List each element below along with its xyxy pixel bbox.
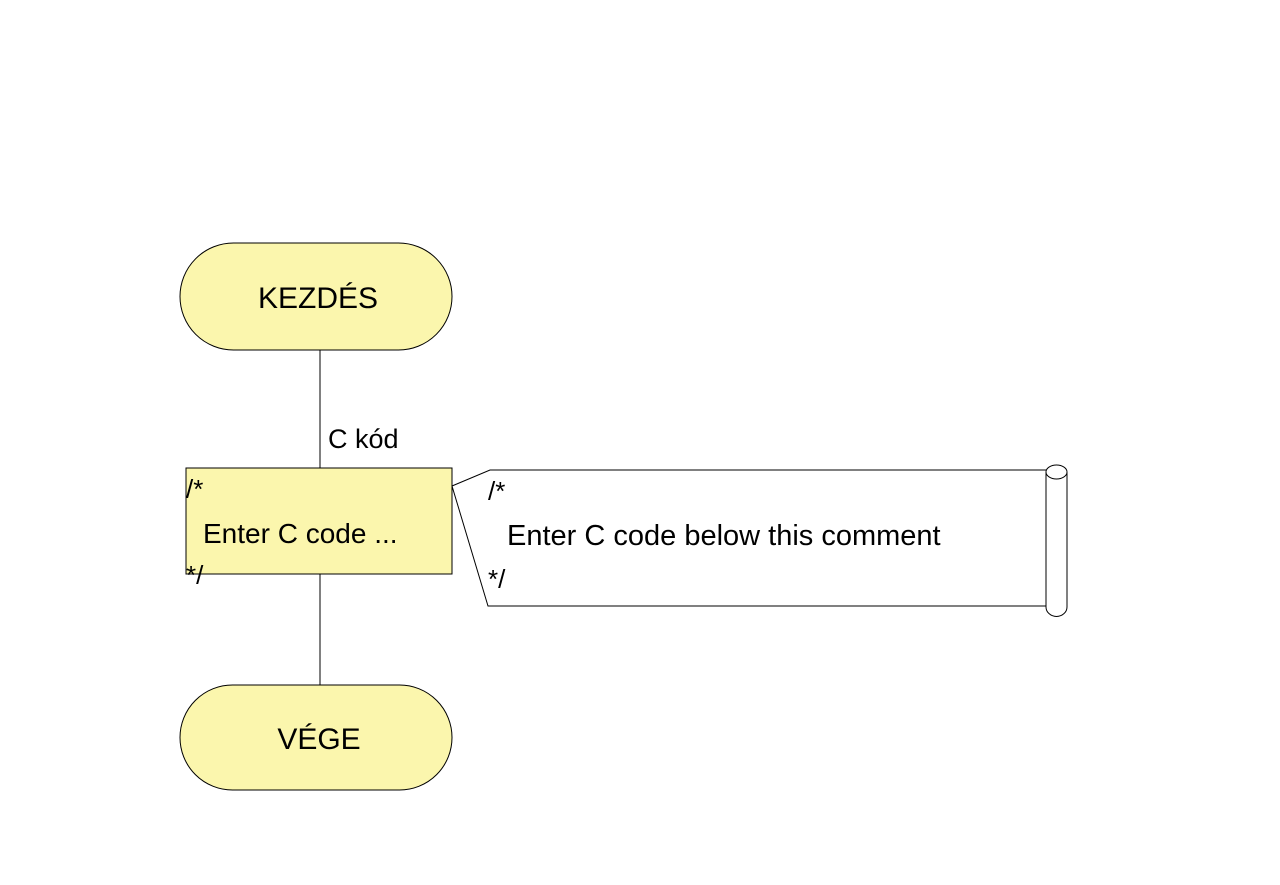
code-block-open-marker: /* — [186, 474, 203, 504]
end-terminal-shape — [179, 684, 453, 791]
code-block-close-marker: */ — [186, 560, 204, 590]
comment-open-marker: /* — [488, 476, 505, 506]
end-terminal[interactable]: VÉGE — [179, 684, 453, 791]
comment-text: Enter C code below this comment — [507, 520, 941, 552]
code-block[interactable]: /* Enter C code ... */ — [185, 467, 453, 590]
end-terminal-label: VÉGE — [277, 723, 360, 756]
code-block-caption: C kód — [328, 424, 399, 454]
comment-scroll-roll-top — [1045, 464, 1068, 480]
comment-annotation[interactable]: /* Enter C code below this comment */ — [451, 464, 1068, 617]
code-block-text: Enter C code ... — [203, 518, 398, 549]
comment-close-marker: */ — [488, 564, 506, 594]
code-block-shape — [185, 467, 453, 575]
comment-scroll-roll — [1045, 472, 1068, 617]
start-terminal-shape — [179, 242, 453, 351]
start-terminal[interactable]: KEZDÉS — [179, 242, 453, 351]
start-terminal-label: KEZDÉS — [258, 282, 378, 315]
